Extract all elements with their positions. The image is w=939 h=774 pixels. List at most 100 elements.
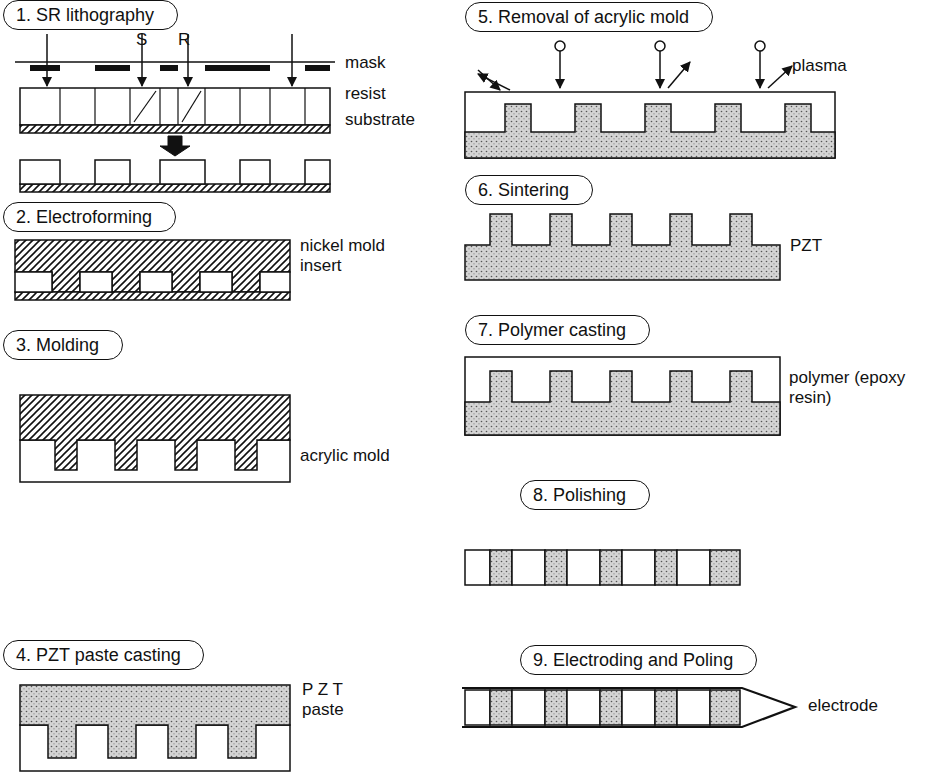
step-heading: 6. Sintering: [465, 175, 593, 205]
step-heading: 2. Electroforming: [3, 202, 176, 232]
mask-block: [205, 65, 270, 71]
plasma-arrow: [768, 66, 792, 88]
resist-block: [15, 272, 52, 292]
plasma-arrow: [478, 74, 510, 90]
step-title: 7. Polymer casting: [478, 319, 633, 341]
plasma-arrow: [659, 51, 661, 88]
step-heading: 4. PZT paste casting: [3, 640, 204, 670]
resist-block: [80, 272, 112, 292]
composite-column: [567, 550, 600, 585]
step-title: 3. Molding: [16, 334, 106, 356]
exposed-region: [182, 91, 201, 122]
resist-division: [239, 88, 240, 125]
part-label: acrylic mold: [300, 446, 390, 466]
resist-block: [305, 160, 330, 184]
composite-column: [622, 690, 655, 725]
step-title: 2. Electroforming: [16, 206, 159, 228]
resist-division: [129, 88, 130, 125]
composite-column: [710, 690, 740, 725]
x-ray-arrow: [291, 34, 293, 86]
plasma-arrow: [668, 62, 690, 88]
plasma-arrow: [759, 51, 761, 88]
part-label: resist: [345, 84, 386, 104]
composite-column: [490, 690, 512, 725]
pzt-paste: [20, 685, 290, 758]
exposed-region: [134, 91, 156, 122]
step-title: 5. Removal of acrylic mold: [478, 6, 696, 28]
plasma-arrow: [559, 51, 561, 88]
process-arrow: [160, 136, 190, 156]
resist-block: [95, 160, 130, 184]
resist-block: [260, 272, 290, 292]
composite-column: [512, 690, 545, 725]
part-label: S: [136, 30, 147, 50]
composite-column: [567, 690, 600, 725]
step-title: 4. PZT paste casting: [16, 644, 187, 666]
mask-block: [160, 65, 178, 71]
step-heading: 1. SR lithography: [3, 0, 178, 30]
step-heading: 5. Removal of acrylic mold: [465, 2, 713, 32]
composite-column: [465, 550, 490, 585]
pzt-body: [465, 104, 835, 158]
part-label: polymer (epoxy resin): [789, 368, 934, 408]
resist-block: [160, 160, 205, 184]
part-label: substrate: [345, 110, 415, 130]
resist-division: [304, 88, 305, 125]
x-ray-arrow: [46, 34, 48, 86]
composite-column: [545, 550, 567, 585]
step-title: 8. Polishing: [533, 484, 633, 506]
step-title: 9. Electroding and Poling: [533, 649, 740, 671]
resist-division: [59, 88, 60, 125]
composite-column: [655, 550, 677, 585]
resist-block: [140, 272, 172, 292]
plasma-ion: [755, 41, 765, 51]
resist-block: [20, 160, 60, 184]
resist-layer: [20, 88, 330, 125]
nickel-mold-insert: [20, 395, 290, 470]
composite-column: [677, 690, 710, 725]
mask-block: [30, 65, 60, 71]
acrylic-mold: [465, 92, 835, 158]
pzt-body: [465, 371, 780, 435]
mask-line: [15, 61, 335, 63]
part-label: P Z T paste: [302, 680, 352, 720]
plasma-ion: [655, 41, 665, 51]
step-heading: 9. Electroding and Poling: [520, 645, 757, 675]
composite-column: [545, 690, 567, 725]
polymer-matrix: [465, 357, 780, 435]
step-title: 6. Sintering: [478, 179, 576, 201]
electrode-line: [462, 688, 795, 727]
composite-column: [677, 550, 710, 585]
step-heading: 7. Polymer casting: [465, 315, 650, 345]
step-title: 1. SR lithography: [16, 4, 161, 26]
composite-column: [622, 550, 655, 585]
resist-division: [269, 88, 270, 125]
mask-block: [305, 65, 330, 71]
pzt-sintered: [465, 214, 780, 280]
composite-column: [465, 690, 490, 725]
part-label: R: [178, 30, 190, 50]
nickel-mold: [15, 240, 290, 292]
composite-column: [710, 550, 740, 585]
substrate: [20, 184, 330, 192]
composite-column: [512, 550, 545, 585]
step-heading: 3. Molding: [3, 330, 123, 360]
plasma-ion: [555, 41, 565, 51]
resist-division: [94, 88, 95, 125]
step-heading: 8. Polishing: [520, 480, 650, 510]
composite-column: [655, 690, 677, 725]
substrate: [15, 292, 290, 300]
resist-division: [177, 88, 178, 125]
composite-column: [490, 550, 512, 585]
part-label: plasma: [792, 56, 847, 76]
composite-column: [600, 690, 622, 725]
part-label: electrode: [808, 696, 878, 716]
part-label: PZT: [790, 236, 822, 256]
resist-block: [240, 160, 270, 184]
resist-block: [200, 272, 232, 292]
resist-division: [159, 88, 160, 125]
part-label: mask: [345, 53, 386, 73]
substrate: [20, 125, 330, 133]
composite-column: [600, 550, 622, 585]
resist-division: [204, 88, 205, 125]
